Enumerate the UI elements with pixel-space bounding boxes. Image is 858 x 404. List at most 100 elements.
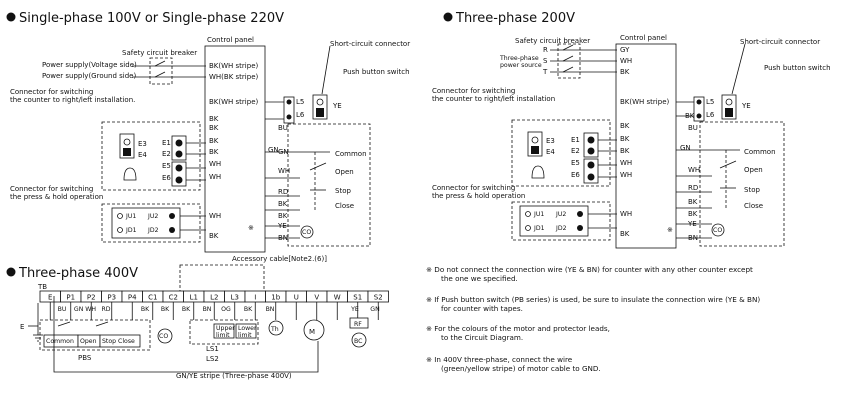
note-1-line-1: ※ Do not connect the connection wire (YE… <box>426 265 753 274</box>
terminal <box>286 114 292 120</box>
close-label: Close <box>118 338 135 345</box>
wire-color-label: YE <box>350 306 359 313</box>
connector-body <box>111 207 181 239</box>
switch-contact <box>95 321 109 327</box>
breaker-box <box>149 57 173 85</box>
connector-pin <box>725 108 733 117</box>
wire-label: BK <box>209 232 219 240</box>
pin <box>169 213 175 219</box>
wire-label: GN <box>268 146 279 154</box>
terminal-label: P1 <box>66 294 75 302</box>
wire-label: GY <box>620 46 630 54</box>
note-3-line-2: to the Circuit Diagram. <box>441 333 523 342</box>
rf-label: RF <box>354 321 362 328</box>
wire-label: WH <box>620 57 632 65</box>
breaker-contact <box>562 55 574 62</box>
l6-label: L6 <box>706 111 715 119</box>
control-panel-box <box>615 43 677 249</box>
jd2-label: JD2 <box>555 225 567 232</box>
wire-color-label: BK <box>182 306 191 313</box>
push-button-switch-box <box>287 123 371 247</box>
wire-label: WH <box>278 167 290 175</box>
note-2-line-2: for counter with tapes. <box>441 304 523 313</box>
wh-bk-label: WH(BK stripe) <box>209 73 258 81</box>
e2-label: E2 <box>162 150 171 158</box>
wire-color-label: BU <box>58 306 67 313</box>
push-button-label: Push button switch <box>343 68 410 76</box>
wire-color-label: RD <box>101 306 110 313</box>
terminal-label: L3 <box>231 294 239 302</box>
push-button-label: Push button switch <box>764 64 831 72</box>
pin <box>117 213 123 219</box>
wire-color-label: BK <box>141 306 150 313</box>
terminal-label: P2 <box>87 294 96 302</box>
control-panel-label: Control panel <box>620 34 667 42</box>
three-200-title: Three-phase 200V <box>455 11 575 26</box>
terminal-label: L2 <box>210 294 218 302</box>
l5-label: L5 <box>706 98 714 106</box>
wire-label: GN <box>680 144 691 152</box>
jumper-pin <box>531 146 539 154</box>
ju1-label: JU1 <box>533 211 544 218</box>
terminal-label: C2 <box>169 294 178 302</box>
switch-contact <box>57 321 71 327</box>
gnd-wire <box>53 296 319 373</box>
jumper-pin <box>175 150 183 158</box>
wire-color-label: GN <box>370 306 380 313</box>
terminal-label: I <box>254 294 256 302</box>
terminal-label: P3 <box>107 294 116 302</box>
breaker-contact <box>562 66 574 73</box>
wire-color-label: BK <box>161 306 170 313</box>
ju2-label: JU2 <box>555 211 566 218</box>
breaker-box <box>557 43 581 79</box>
ls1-label: LS1 <box>206 345 219 353</box>
note-mark: ※ <box>667 226 673 234</box>
wire-label: BK <box>278 212 288 220</box>
e5-label: E5 <box>571 159 580 167</box>
l6-label: L6 <box>296 111 305 119</box>
stop-label: Stop <box>102 338 116 345</box>
connector-label-1a: Connector for switching <box>432 87 515 95</box>
wire-label: BK <box>688 198 698 206</box>
bc-label: BC <box>354 338 362 345</box>
wire-label: WH <box>620 210 632 218</box>
terminal-label: V <box>314 294 319 302</box>
leader-line <box>731 43 746 95</box>
connector-pin <box>725 98 733 106</box>
short-circuit-label: Short-circuit connector <box>330 40 410 48</box>
phase-t-label: T <box>542 68 548 76</box>
e4-label: E4 <box>546 148 555 156</box>
terminal-label: U <box>294 294 299 302</box>
wire-label: WH <box>620 159 632 167</box>
tb-label: TB <box>37 283 47 291</box>
three-400-title: Three-phase 400V <box>18 266 138 281</box>
bullet-icon <box>443 12 453 22</box>
motor-label: M <box>309 328 315 336</box>
terminal-block <box>283 96 295 124</box>
e1-label: E1 <box>571 136 580 144</box>
open-label: Open <box>335 168 354 176</box>
connector-frame <box>101 203 201 243</box>
stop-label: Stop <box>335 187 351 195</box>
wire-label: BK <box>620 68 630 76</box>
close-label: Close <box>335 202 354 210</box>
ye-label: YE <box>332 102 342 110</box>
jumper-pin <box>587 147 595 155</box>
e5-label: E5 <box>162 162 171 170</box>
terminal-label: W <box>334 294 341 302</box>
terminal-label: S2 <box>374 294 383 302</box>
ye-label: YE <box>741 102 751 110</box>
jd1-label: JD1 <box>125 227 137 234</box>
pin <box>577 225 583 231</box>
counter-icon <box>300 225 314 239</box>
jd2-label: JD2 <box>147 227 159 234</box>
connector-pin <box>316 98 324 106</box>
e4-label: E4 <box>138 151 147 159</box>
counter-icon <box>711 223 725 237</box>
stop-close-box <box>99 334 141 348</box>
terminal-label: S1 <box>353 294 362 302</box>
wire-label: WH <box>688 166 700 174</box>
note-2-line-1: ※ If Push button switch (PB series) is u… <box>426 295 760 304</box>
connector-frame <box>101 121 201 191</box>
wire-label: RD <box>278 188 288 196</box>
